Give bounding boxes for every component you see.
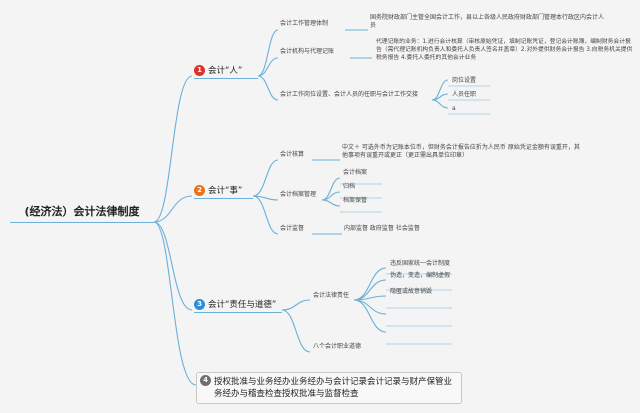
leaf-forge-falsify[interactable]: 伪造，变造，编制虚假 (390, 272, 451, 279)
topic-archive-management[interactable]: 会计档案管理 (280, 191, 316, 199)
leaf-a[interactable]: a (452, 105, 456, 112)
leaf-violate-unified-system[interactable]: 违反国家统一会计制度 (390, 260, 451, 267)
number-badge-3: 3 (194, 298, 205, 310)
topic-accounting-calculation[interactable]: 会计核算 (280, 151, 304, 159)
branch-person-label: 会计“人” (208, 66, 243, 76)
topic-agency-bookkeeping-label: 会计机构与代理记账 (280, 48, 335, 55)
branch-control-separation[interactable]: 4 授权批准与业务经办业务经办与会计记录会计记录与财产保管业务经办与稽查检查授权… (196, 372, 462, 404)
topic-post-setting[interactable]: 会计工作岗位设置、会计人员的任职与会计工作交接 (280, 91, 418, 99)
topic-professional-ethics[interactable]: 八个会计职业道德 (313, 343, 361, 351)
topic-accounting-supervision-label: 会计监督 (280, 225, 305, 232)
topic-archive-management-label: 会计档案管理 (280, 191, 317, 198)
leaf-staff-appointment[interactable]: 人员任职 (452, 91, 477, 98)
topic-management-system-label: 会计工作管理体制 (280, 20, 329, 27)
leaf-archive-keeping[interactable]: 档案保管 (343, 197, 368, 204)
branch-responsibility-ethics-label: 会计“责任与道德” (208, 300, 277, 310)
leaf-filing[interactable]: 归档 (343, 183, 356, 190)
leaf-post-setting[interactable]: 岗位设置 (452, 77, 477, 84)
branch-responsibility-ethics[interactable]: 3 会计“责任与道德” (194, 296, 282, 313)
root-topic[interactable]: (经济法）会计法律制度 (10, 200, 154, 223)
number-badge-2: 2 (194, 184, 205, 196)
leaf-archives[interactable]: 会计档案 (343, 169, 368, 176)
number-badge-4: 4 (200, 375, 211, 386)
topic-agency-bookkeeping-detail: 代理记账的业务：1.进行会计核算（审核原始凭证，填制记账凭证，登记会计账簿，编制… (376, 39, 633, 61)
topic-management-system-detail: 国务院财政部门主管全国会计工作，县以上各级人民政府财政部门管理本行政区内会计人员 (370, 14, 605, 29)
topic-management-system[interactable]: 会计工作管理体制 (280, 20, 328, 28)
leaf-conceal-destroy[interactable]: 隐匿或故意销毁 (390, 288, 433, 295)
topic-professional-ethics-label: 八个会计职业道德 (313, 343, 362, 350)
topic-accounting-calculation-detail: 中文＋ 可选外币为记账本位币，但财务会计报告应折为人民币 原始凭证金额有误重开，… (342, 144, 580, 159)
root-topic-label: (经济法）会计法律制度 (24, 205, 140, 218)
topic-post-setting-label: 会计工作岗位设置、会计人员的任职与会计工作交接 (280, 91, 419, 98)
branch-matter-label: 会计“事” (208, 186, 243, 196)
topic-accounting-supervision[interactable]: 会计监督 (280, 225, 304, 233)
branch-person[interactable]: 1 会计“人” (194, 62, 258, 79)
topic-accounting-calculation-label: 会计核算 (280, 151, 305, 158)
topic-agency-bookkeeping[interactable]: 会计机构与代理记账 (280, 48, 334, 56)
number-badge-1: 1 (194, 64, 205, 76)
branch-matter[interactable]: 2 会计“事” (194, 182, 253, 199)
branch-control-separation-label: 授权批准与业务经办业务经办与会计记录会计记录与财产保管业务经办与稽查检查授权批准… (214, 377, 453, 399)
topic-legal-liability-label: 会计法律责任 (313, 292, 350, 299)
topic-legal-liability[interactable]: 会计法律责任 (313, 292, 349, 300)
topic-accounting-supervision-detail: 内部监督 政府监督 社会监督 (344, 225, 420, 232)
